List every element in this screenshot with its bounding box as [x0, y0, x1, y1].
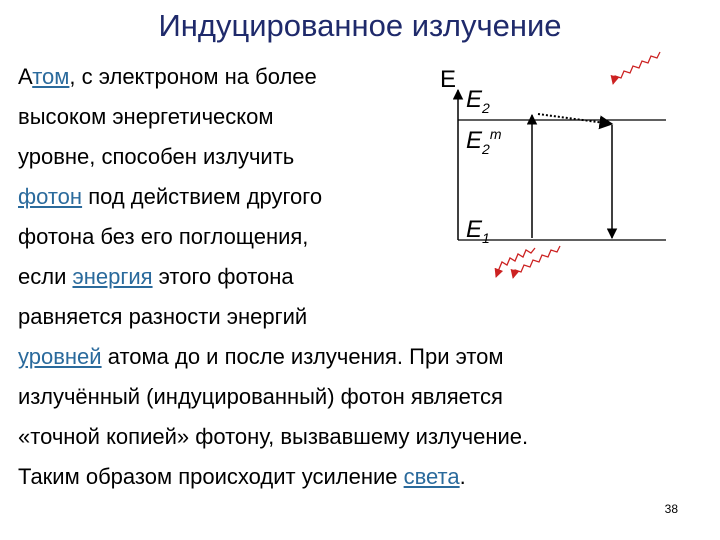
emitted-photon-wave-2 — [510, 245, 561, 279]
page-number: 38 — [664, 502, 678, 516]
text-segment: под действием другого — [82, 184, 323, 209]
text-segment: А — [18, 64, 33, 89]
level-e2-label: E2 — [466, 88, 490, 120]
emitted-photon-wave-1 — [494, 247, 536, 278]
text-segment: . — [459, 464, 466, 489]
text-line: излучённый (индуцированный) фотон являет… — [18, 384, 503, 410]
level-e2m-sub: 2 — [482, 140, 490, 157]
hyperlink[interactable]: энергия — [72, 264, 153, 289]
text-segment: если — [18, 264, 73, 289]
hyperlink[interactable]: света — [403, 464, 460, 489]
hyperlink[interactable]: уровней — [18, 344, 102, 369]
metastable-transition-arrow — [537, 113, 614, 130]
level-e2m-label: E2m — [466, 122, 501, 161]
text-segment: фотона без его поглощения, — [18, 224, 309, 249]
text-segment: , с электроном на более — [69, 64, 317, 89]
text-line: фотон под действием другого — [18, 184, 322, 210]
hyperlink[interactable]: фотон — [18, 184, 83, 209]
text-line: фотона без его поглощения, — [18, 224, 308, 250]
text-line: Атом, с электроном на более — [18, 64, 317, 90]
text-segment: «точной копией» фотону, вызвавшему излуч… — [18, 424, 529, 449]
hyperlink[interactable]: том — [32, 64, 70, 89]
text-line: уровне, способен излучить — [18, 144, 294, 170]
text-line: Таким образом происходит усиление света. — [18, 464, 466, 490]
text-segment: уровне, способен излучить — [18, 144, 295, 169]
energy-axis-label: E — [440, 66, 457, 93]
text-line: если энергия этого фотона — [18, 264, 294, 290]
level-e1-sub: 1 — [482, 229, 490, 246]
text-line: уровней атома до и после излучения. При … — [18, 344, 504, 370]
text-line: высоком энергетическом — [18, 104, 274, 130]
text-line: равняется разности энергий — [18, 304, 307, 330]
text-segment: атома до и после излучения. При этом — [101, 344, 504, 369]
slide-title: Индуцированное излучение — [158, 8, 562, 43]
level-e1-label: E1 — [466, 218, 490, 250]
level-e2-base: E — [466, 86, 483, 113]
text-segment: высоком энергетическом — [18, 104, 274, 129]
text-line: «точной копией» фотону, вызвавшему излуч… — [18, 424, 528, 450]
level-e2m-sup: m — [489, 126, 502, 142]
text-segment: равняется разности энергий — [18, 304, 308, 329]
text-segment: Таким образом происходит усиление — [18, 464, 404, 489]
text-segment: излучённый (индуцированный) фотон являет… — [18, 384, 503, 409]
level-e2m-base: E — [466, 127, 483, 154]
incoming-photon-wave — [610, 51, 661, 85]
level-e2-sub: 2 — [482, 99, 490, 116]
level-e1-base: E — [466, 216, 483, 243]
text-segment: этого фотона — [152, 264, 294, 289]
